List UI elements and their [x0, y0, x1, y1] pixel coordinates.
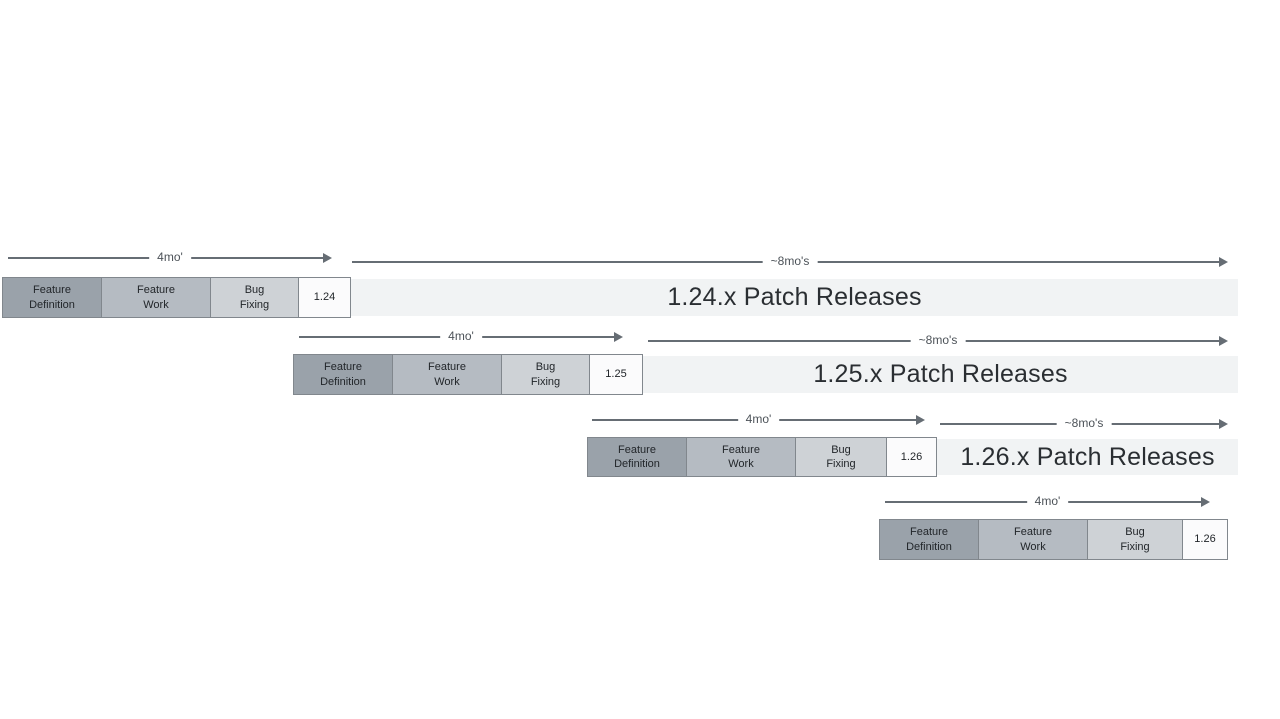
patch-duration-label: ~8mo's [1056, 416, 1112, 430]
arrow-head-icon [1219, 336, 1228, 346]
version-box: 1.26 [1182, 519, 1228, 560]
patch-releases-label: 1.24.x Patch Releases [667, 283, 922, 311]
version-box: 1.24 [298, 277, 351, 318]
feature-definition-box: Feature Definition [879, 519, 979, 560]
feature-work-box: Feature Work [686, 437, 796, 477]
dev-duration-label: 4mo' [1026, 494, 1069, 508]
dev-duration-label: 4mo' [737, 412, 780, 426]
dev-duration-arrow: 4mo' [8, 250, 332, 265]
arrow-head-icon [916, 415, 925, 425]
feature-work-box: Feature Work [978, 519, 1088, 560]
patch-releases-bar: 1.25.x Patch Releases [643, 356, 1238, 393]
bug-fixing-box: Bug Fixing [501, 354, 590, 395]
feature-definition-box: Feature Definition [587, 437, 687, 477]
dev-duration-arrow: 4mo' [885, 494, 1210, 509]
arrow-head-icon [1219, 419, 1228, 429]
arrow-head-icon [614, 332, 623, 342]
bug-fixing-box: Bug Fixing [1087, 519, 1183, 560]
arrow-head-icon [1201, 497, 1210, 507]
dev-duration-arrow: 4mo' [592, 412, 925, 427]
patch-releases-bar: 1.26.x Patch Releases [937, 439, 1238, 475]
patch-duration-label: ~8mo's [762, 254, 818, 268]
patch-releases-label: 1.26.x Patch Releases [960, 442, 1215, 471]
bug-fixing-box: Bug Fixing [795, 437, 887, 477]
feature-work-box: Feature Work [101, 277, 211, 318]
patch-duration-arrow: ~8mo's [648, 333, 1228, 348]
arrow-head-icon [1219, 257, 1228, 267]
version-box: 1.26 [886, 437, 937, 477]
feature-definition-box: Feature Definition [2, 277, 102, 318]
patch-releases-label: 1.25.x Patch Releases [813, 360, 1068, 388]
feature-work-box: Feature Work [392, 354, 502, 395]
patch-duration-label: ~8mo's [910, 333, 966, 347]
bug-fixing-box: Bug Fixing [210, 277, 299, 318]
patch-duration-arrow: ~8mo's [940, 416, 1228, 431]
patch-releases-bar: 1.24.x Patch Releases [351, 279, 1238, 316]
dev-duration-label: 4mo' [440, 329, 482, 343]
feature-definition-box: Feature Definition [293, 354, 393, 395]
version-box: 1.25 [589, 354, 643, 395]
dev-duration-arrow: 4mo' [299, 329, 623, 344]
dev-duration-label: 4mo' [149, 250, 191, 264]
patch-duration-arrow: ~8mo's [352, 254, 1228, 269]
arrow-head-icon [323, 253, 332, 263]
